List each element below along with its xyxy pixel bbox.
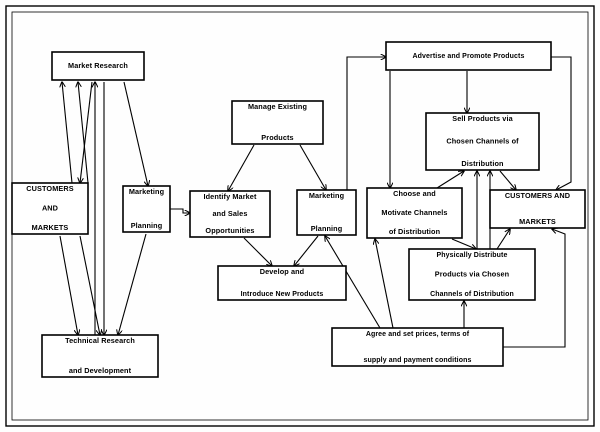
box-label-marketing-planning-left-line-1: Planning [131,221,163,230]
box-label-customers-markets-right-line-0: CUSTOMERS AND [505,191,570,200]
box-customers-markets-left[interactable]: CUSTOMERS AND MARKETS [11,182,89,235]
conn-market-research-to-marketing-planning [123,81,148,186]
conn-choose-to-sell [436,171,464,189]
box-label-technical-research-line-0: Technical Research [65,336,135,345]
box-label-marketing-planning-mid-line-1: Planning [311,224,343,233]
box-rect-customers-markets-left [11,182,89,235]
conn-physically-distribute-to-customers-right [496,229,510,250]
conn-agree-to-choose [375,239,394,329]
box-rect-marketing-planning-mid [296,189,357,236]
box-agree-prices[interactable]: Agree and set prices, terms of supply and… [331,327,504,367]
box-label-develop-introduce-line-1: Introduce New Products [241,291,324,298]
box-market-research[interactable]: Market Research [51,51,145,81]
box-label-identify-market-line-2: Opportunities [205,226,254,235]
conn-manage-existing-to-identify [228,144,255,191]
box-rect-technical-research [41,334,159,378]
box-label-market-research-line-0: Market Research [68,61,128,70]
conn-customers-to-technical [59,235,78,335]
box-rect-choose-motivate [366,187,463,239]
conn-agree-to-marketing-planning-mid [325,236,381,329]
diagram-outer-border [5,5,595,427]
conn-customers-to-market-research [62,82,73,184]
conn-marketing-planning-to-identify [170,208,190,213]
box-label-customers-markets-left-line-0: CUSTOMERS [26,184,73,193]
box-label-sell-products-line-0: Sell Products via [452,114,513,123]
conn-manage-existing-to-marketing-planning-mid [299,144,326,190]
box-rect-marketing-planning-left [122,185,171,233]
box-label-physically-distribute-line-0: Physically Distribute [437,252,508,259]
box-label-physically-distribute-line-2: Channels of Distribution [430,291,514,298]
box-label-choose-motivate-line-2: of Distribution [389,227,440,236]
box-rect-develop-introduce [217,265,347,301]
box-label-identify-market-line-0: Identify Market [204,192,257,201]
box-rect-agree-prices [331,327,504,367]
box-label-agree-prices-line-0: Agree and set prices, terms of [366,331,470,338]
conn-marketing-planning-mid-to-advertise [346,57,386,190]
box-customers-markets-right[interactable]: CUSTOMERS AND MARKETS [489,189,586,229]
box-rect-customers-markets-right [489,189,586,229]
box-label-customers-markets-left-line-1: AND [42,203,58,212]
box-technical-research[interactable]: Technical Research and Development [41,334,159,378]
box-rect-physically-distribute [408,248,536,301]
box-label-technical-research-line-1: and Development [69,366,132,375]
box-label-agree-prices-line-1: supply and payment conditions [364,357,472,364]
conn-agree-to-customers-right [503,229,566,348]
conn-advertise-to-customers-right [551,56,572,190]
connections-layer [59,56,572,348]
box-label-physically-distribute-line-1: Products via Chosen [435,269,509,278]
box-label-develop-introduce-line-0: Develop and [260,267,305,276]
box-label-identify-market-line-1: and Sales [213,209,248,218]
conn-marketing-planning-mid-to-develop [294,235,319,266]
conn-sell-to-customers-right [499,170,516,190]
box-rect-advertise-promote [385,41,552,71]
conn-customers-to-technical-2 [79,235,100,335]
box-label-choose-motivate-line-1: Motivate Channels [381,208,447,217]
conn-identify-to-develop [243,237,272,266]
box-rect-identify-market [189,190,271,238]
box-label-advertise-promote-line-0: Advertise and Promote Products [413,53,525,60]
box-label-choose-motivate-line-0: Choose and [393,189,436,198]
conn-customers-to-market-research-2 [78,82,89,184]
conn-market-research-to-customers [80,81,93,183]
box-label-customers-markets-right-line-1: MARKETS [519,217,556,226]
box-label-marketing-planning-left-line-0: Marketing [129,187,164,196]
box-label-sell-products-line-2: Distribution [461,159,503,168]
box-label-sell-products-line-1: Chosen Channels of [446,136,519,145]
box-advertise-promote[interactable]: Advertise and Promote Products [385,41,552,71]
box-rect-manage-existing [231,100,324,145]
box-label-customers-markets-left-line-2: MARKETS [32,223,69,232]
box-label-manage-existing-line-1: Products [261,133,293,142]
box-label-marketing-planning-mid-line-0: Marketing [309,191,344,200]
box-label-manage-existing-line-0: Manage Existing [248,102,307,111]
conn-choose-to-physically-distribute [451,238,476,249]
conn-marketing-planning-to-technical [118,233,147,335]
box-rect-sell-products [425,112,540,171]
box-rect-market-research [51,51,145,81]
